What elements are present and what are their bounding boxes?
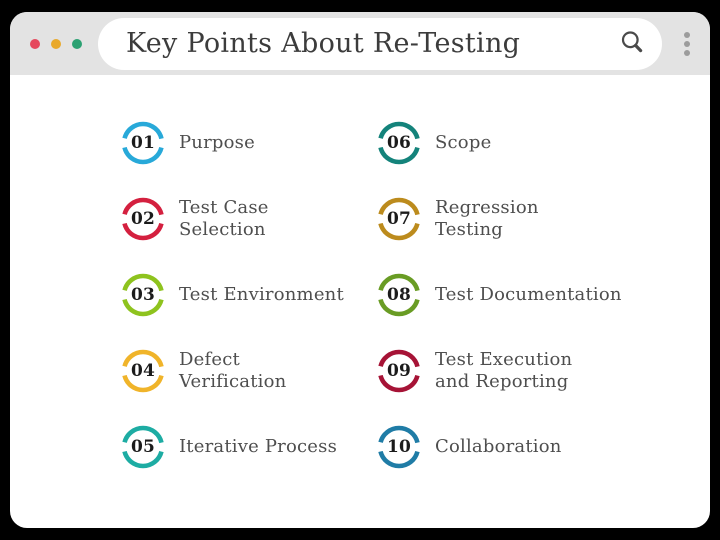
search-button[interactable] xyxy=(618,30,646,58)
window-controls xyxy=(30,38,82,49)
number-badge: 05 xyxy=(120,424,166,470)
key-points-list: 01 Purpose 02 Test Case Selection 03 Tes… xyxy=(10,75,710,485)
list-item: 07 Regression Testing xyxy=(376,181,710,257)
step-number: 09 xyxy=(386,361,412,381)
list-item: 01 Purpose xyxy=(120,105,376,181)
number-badge: 01 xyxy=(120,120,166,166)
kebab-dot xyxy=(684,31,690,38)
step-label: Test Execution and Reporting xyxy=(435,349,573,392)
minimize-window-dot[interactable] xyxy=(51,38,61,49)
number-badge: 06 xyxy=(376,120,422,166)
step-number: 03 xyxy=(130,285,156,305)
list-item: 08 Test Documentation xyxy=(376,257,710,333)
close-window-dot[interactable] xyxy=(30,38,40,49)
list-item: 10 Collaboration xyxy=(376,409,710,485)
column-right: 06 Scope 07 Regression Testing 08 Test D… xyxy=(376,105,710,485)
number-badge: 07 xyxy=(376,196,422,242)
kebab-dot xyxy=(684,49,690,56)
step-number: 05 xyxy=(130,437,156,457)
maximize-window-dot[interactable] xyxy=(72,38,82,49)
ring-icon xyxy=(377,349,421,393)
page-title: Key Points About Re-Testing xyxy=(126,28,521,59)
list-item: 06 Scope xyxy=(376,105,710,181)
kebab-dot xyxy=(684,40,690,47)
step-label: Defect Verification xyxy=(179,349,287,392)
list-item: 09 Test Execution and Reporting xyxy=(376,333,710,409)
ring-icon xyxy=(121,197,165,241)
ring-icon xyxy=(121,121,165,165)
step-label: Collaboration xyxy=(435,436,562,458)
number-badge: 09 xyxy=(376,348,422,394)
ring-icon xyxy=(121,425,165,469)
step-label: Scope xyxy=(435,132,492,154)
number-badge: 08 xyxy=(376,272,422,318)
window-header: Key Points About Re-Testing xyxy=(10,12,710,75)
browser-window: Key Points About Re-Testing 01 xyxy=(10,12,710,528)
step-number: 08 xyxy=(386,285,412,305)
list-item: 03 Test Environment xyxy=(120,257,376,333)
step-label: Test Environment xyxy=(179,284,344,306)
step-number: 10 xyxy=(386,437,412,457)
ring-icon xyxy=(121,349,165,393)
ring-icon xyxy=(377,121,421,165)
number-badge: 03 xyxy=(120,272,166,318)
column-left: 01 Purpose 02 Test Case Selection 03 Tes… xyxy=(120,105,376,485)
menu-button[interactable] xyxy=(682,28,692,60)
ring-icon xyxy=(377,273,421,317)
step-label: Purpose xyxy=(179,132,255,154)
step-label: Test Case Selection xyxy=(179,197,269,240)
step-label: Test Documentation xyxy=(435,284,622,306)
list-item: 04 Defect Verification xyxy=(120,333,376,409)
step-number: 06 xyxy=(386,133,412,153)
step-number: 02 xyxy=(130,209,156,229)
ring-icon xyxy=(377,197,421,241)
step-label: Iterative Process xyxy=(179,436,338,458)
list-item: 02 Test Case Selection xyxy=(120,181,376,257)
number-badge: 02 xyxy=(120,196,166,242)
list-item: 05 Iterative Process xyxy=(120,409,376,485)
number-badge: 10 xyxy=(376,424,422,470)
ring-icon xyxy=(377,425,421,469)
number-badge: 04 xyxy=(120,348,166,394)
ring-icon xyxy=(121,273,165,317)
search-icon xyxy=(619,29,645,58)
step-number: 04 xyxy=(130,361,156,381)
step-number: 07 xyxy=(386,209,412,229)
search-bar[interactable]: Key Points About Re-Testing xyxy=(98,17,662,70)
step-label: Regression Testing xyxy=(435,197,539,240)
step-number: 01 xyxy=(130,133,156,153)
